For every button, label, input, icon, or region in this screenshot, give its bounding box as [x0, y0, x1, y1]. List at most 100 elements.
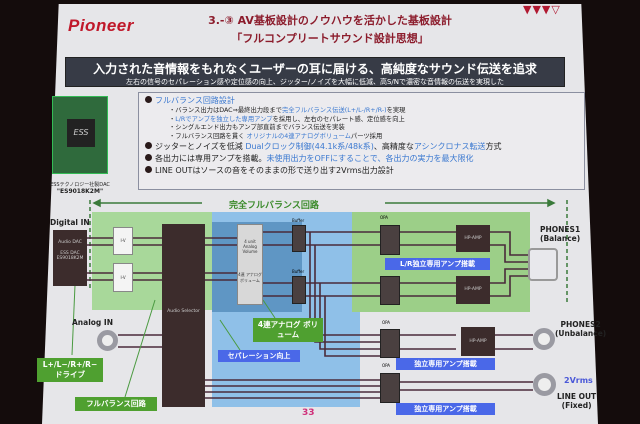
hp-amp-phones2: HP-AMP [461, 327, 495, 356]
text: を実現 [386, 107, 406, 114]
text: ・ [169, 115, 176, 123]
page-number: 33 [302, 408, 315, 418]
wire-dac-iv-l [87, 237, 162, 246]
wire-to-lineout [400, 381, 533, 391]
bullet-2: ジッターとノイズを低減 Dualクロック制御(44.1k系/48k系)、高精度な… [145, 141, 578, 153]
opa-lineout [380, 373, 400, 403]
callout-volume: 4連アナログ ボリューム [253, 318, 323, 342]
digital-in-label: Digital IN [50, 218, 90, 227]
line-out-sub: (Fixed) [561, 401, 592, 410]
dac-model: ESS DAC ES9018K2M [56, 251, 84, 261]
text: パーツ採用 [350, 132, 383, 140]
bullet-dot [145, 96, 152, 103]
dac-label: Audio DAC [58, 240, 82, 245]
text: ・バランス出力はDAC⇒最終出力段まで [169, 107, 282, 114]
phones2-jack [533, 328, 555, 350]
volume-label: 4 unit Analog Volume [242, 239, 258, 254]
banner-headline: 入力された音情報をもれなくユーザーの耳に届ける、高純度なサウンド伝送を追求 [93, 62, 537, 76]
vrms-label: 2Vrms [564, 376, 593, 385]
wire-volume-buffer [263, 231, 292, 297]
audio-selector: Audio Selector [162, 224, 205, 407]
text: ・フルバランス回路を貫く [169, 132, 247, 140]
slide-title: 3.-③ AV基板設計のノウハウを活かした基板設計 [208, 14, 452, 27]
opa-label: OPA [382, 363, 391, 368]
wire-to-phones2 [400, 334, 533, 350]
opa-label: OPA [380, 215, 389, 220]
hp-amp-r: HP-AMP [456, 276, 490, 304]
chip-logo: ESS [67, 119, 95, 147]
callout-separation: セパレーション向上 [218, 350, 300, 362]
wires [87, 231, 533, 399]
volume-label-jp: 4連 アナログ ボリューム [238, 272, 262, 283]
wire-buffer-opa [305, 231, 380, 297]
sub-bullet: ・フルバランス回路を貫く オリジナルの4連アナログボリュームパーツ採用 [145, 133, 578, 142]
wire-selector-volume [205, 237, 237, 281]
wire-analog-in [118, 334, 162, 348]
audio-dac-block: Audio DAC ESS DAC ES9018K2M [53, 230, 87, 286]
callout-lr-amp: L/R独立専用アンプ搭載 [385, 258, 490, 270]
analog-volume: 4 unit Analog Volume 4連 アナログ ボリューム [237, 224, 263, 305]
buffer-label: Buffer [292, 218, 305, 223]
opa-phones1-l [380, 225, 400, 255]
callout-full-balance: フルバランス回路 [75, 397, 157, 411]
feature-list: フルバランス回路設計 ・バランス出力はDAC⇒最終出力段まで完全フルバランス伝送… [138, 92, 585, 190]
bullet-dot [145, 154, 152, 161]
bullet-dot [145, 166, 152, 173]
line-out-label: LINE OUT(Fixed) [557, 392, 596, 410]
text: アシンクロナス転送 [413, 142, 486, 151]
opa-phones2 [380, 329, 400, 358]
text: LINE OUTはソースの音をそのままの形で送り出す2Vrms出力設計 [155, 166, 394, 175]
analog-in-label: Analog IN [72, 318, 113, 327]
sub-bullet: ・L/Rでアンプを独立した専用アンプを採用し、左右のセパレート感、定位感を向上 [145, 116, 578, 125]
arrowhead [547, 198, 556, 208]
text: 方式 [485, 142, 502, 151]
bullet-dot [145, 142, 152, 149]
callout-drive: L+/L−/R+/R− ドライブ [37, 358, 103, 382]
sub-bullet: ・バランス出力はDAC⇒最終出力段まで完全フルバランス伝送(L+/L-/R+/R… [145, 107, 578, 116]
phones2-title: PHONES2 [560, 320, 601, 329]
text: 未使用出力をOFFにすることで、各出力の実力を最大限化 [266, 154, 474, 163]
wire-dac-iv-r [87, 272, 162, 281]
sub-bullet: ・シングルエンド出力もアンプ部直前までバランス伝送を実装 [169, 124, 345, 131]
callout-leaders [71, 284, 276, 398]
line-out-jack [533, 373, 556, 396]
bullet-1: フルバランス回路設計 [145, 95, 578, 107]
chip-caption-text: ESSテクノロジー社製DAC [50, 182, 110, 188]
phones1-title: PHONES1 [540, 225, 581, 234]
full-balance-title: 完全フルバランス回路 [225, 198, 323, 211]
dac-chip-photo: ESS [52, 96, 108, 174]
wire-to-phones1 [490, 231, 528, 297]
text: 、高精度な [373, 142, 414, 151]
bullet-4: LINE OUTはソースの音をそのままの形で送り出す2Vrms出力設計 [145, 165, 578, 177]
opa-label: OPA [382, 320, 391, 325]
phones1-sub: (Balance) [540, 234, 581, 243]
wire-opa-hpamp [400, 231, 456, 297]
chip-caption: ESSテクノロジー社製DAC"ES9018K2M" [44, 181, 116, 195]
slide-subtitle: 「フルコンプリートサウンド設計思想」 [231, 32, 429, 45]
text: オリジナルの4連アナログボリューム [246, 132, 351, 140]
line-out-title: LINE OUT [557, 392, 597, 401]
text: L/Rでアンプを独立した専用アンプ [175, 115, 273, 123]
buffer-r [292, 276, 306, 304]
text: 完全フルバランス伝送(L+/L-/R+/R-) [281, 107, 387, 114]
phones1-label: PHONES1(Balance) [540, 225, 580, 243]
buffer-label: Buffer [292, 269, 305, 274]
arrowhead [92, 198, 101, 208]
text: を採用し、左右のセパレート感、定位感を向上 [272, 115, 405, 123]
buffer-l [292, 225, 306, 252]
text: Dualクロック制御(44.1k系/48k系) [245, 142, 374, 151]
iv-converter-l: I-V [113, 227, 133, 255]
chip-model: "ES9018K2M" [56, 188, 104, 195]
bullet-text: フルバランス回路設計 [155, 96, 235, 105]
headline-banner: 入力された音情報をもれなくユーザーの耳に届ける、高純度なサウンド伝送を追求 左右… [65, 57, 565, 87]
opa-phones1-r [380, 276, 400, 305]
text: 各出力には専用アンプを搭載。 [155, 154, 267, 163]
iv-converter-r: I-V [113, 263, 133, 292]
phones2-sub: (Unbalance) [555, 329, 607, 338]
text: ジッターとノイズを低減 [155, 142, 246, 151]
phones2-label: PHONES2(Unbalance) [555, 320, 606, 338]
phones1-balanced-connector [528, 248, 558, 281]
bullet-3: 各出力には専用アンプを搭載。未使用出力をOFFにすることで、各出力の実力を最大限… [145, 153, 578, 165]
hp-amp-l: HP-AMP [456, 225, 490, 252]
callout-independent-amp-1: 独立専用アンプ搭載 [396, 358, 495, 370]
